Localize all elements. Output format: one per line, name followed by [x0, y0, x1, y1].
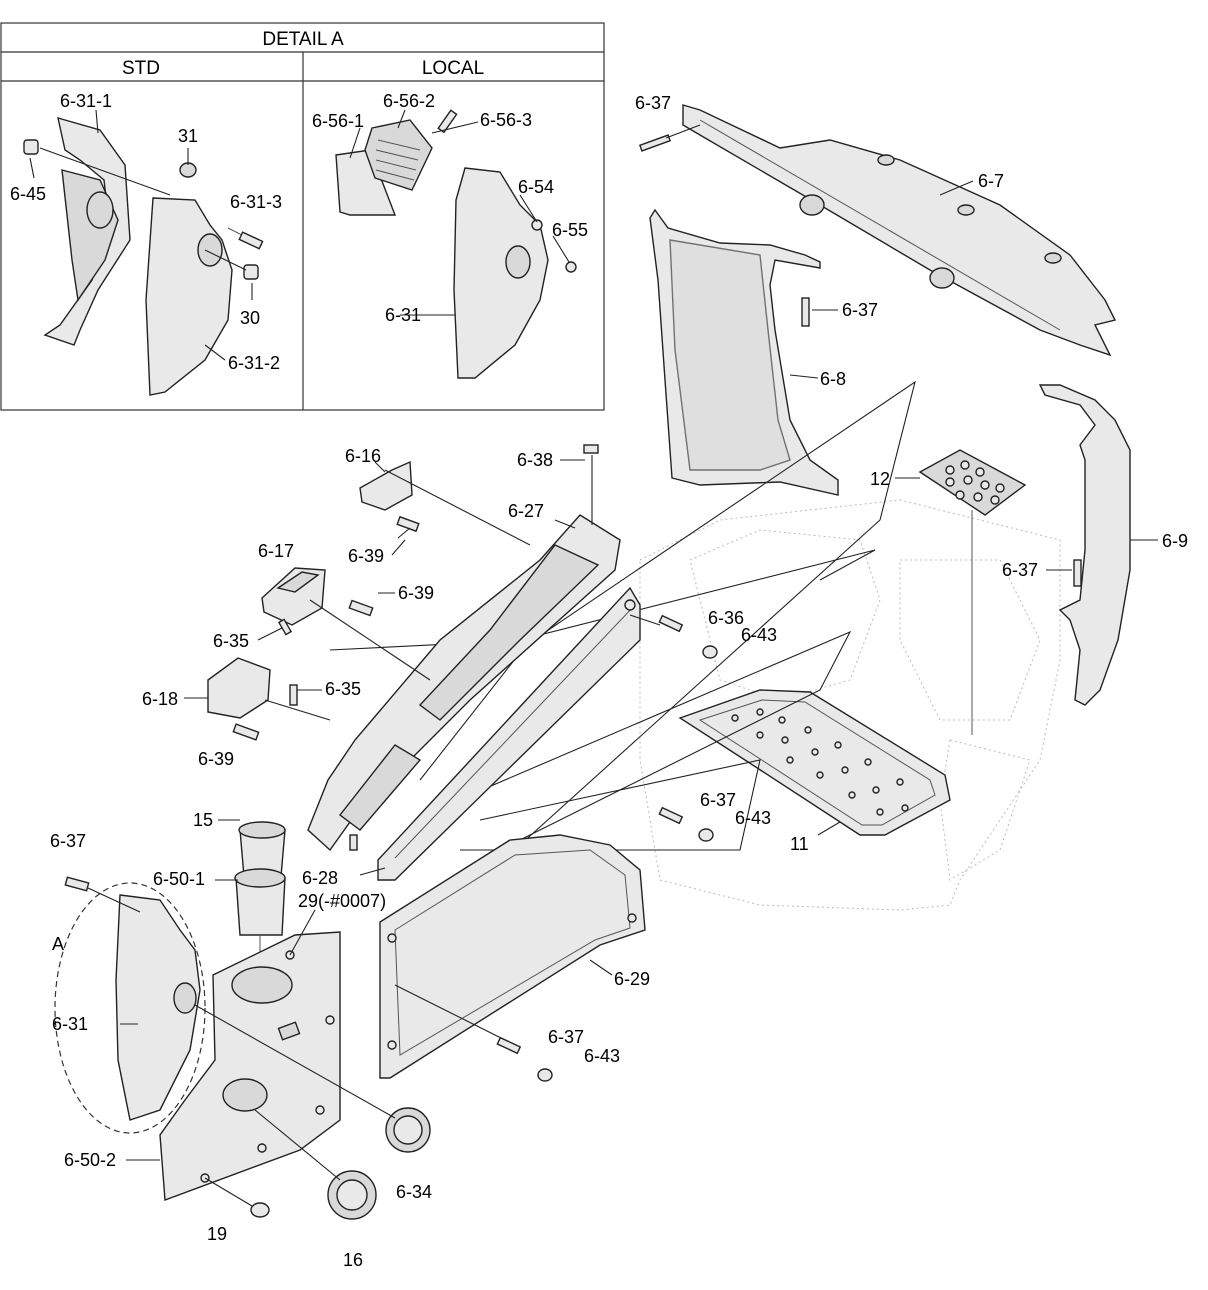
part-6-18 — [207, 657, 331, 741]
part-6-7 — [638, 104, 1117, 357]
label-6-28: 6-28 — [302, 868, 338, 888]
label-6-31-2: 6-31-2 — [228, 353, 280, 373]
label-6-16: 6-16 — [345, 446, 381, 466]
part-6-50-2 — [159, 931, 341, 1201]
label-31: 31 — [178, 126, 198, 146]
label-6-29: 6-29 — [614, 969, 650, 989]
label-6-43-a: 6-43 — [741, 625, 777, 645]
label-6-34: 6-34 — [396, 1182, 432, 1202]
label-6-54: 6-54 — [518, 177, 554, 197]
fasteners-mid — [496, 614, 718, 1082]
label-11: 11 — [790, 834, 809, 854]
label-6-55: 6-55 — [552, 220, 588, 240]
local-column-header: LOCAL — [422, 58, 484, 79]
label-6-39-a: 6-39 — [348, 546, 384, 566]
label-6-31-local: 6-31 — [385, 305, 421, 325]
label-6-39-c: 6-39 — [198, 749, 234, 769]
label-6-37-top: 6-37 — [635, 93, 671, 113]
detail-a-title: DETAIL A — [262, 29, 344, 50]
label-6-31-1: 6-31-1 — [60, 91, 112, 111]
part-19-plug — [204, 1177, 270, 1218]
label-12: 12 — [870, 469, 890, 489]
part-6-17 — [261, 567, 431, 681]
part-6-28 — [359, 586, 661, 881]
label-A: A — [52, 934, 64, 954]
label-15: 15 — [193, 810, 213, 830]
cab-ghost-outline — [639, 499, 1061, 911]
label-6-9: 6-9 — [1162, 531, 1188, 551]
part-6-50-1-holder — [234, 868, 286, 970]
label-6-37-left: 6-37 — [50, 831, 86, 851]
label-6-50-1: 6-50-1 — [153, 869, 205, 889]
label-6-38: 6-38 — [517, 450, 553, 470]
label-6-27: 6-27 — [508, 501, 544, 521]
part-16-knob — [254, 1109, 377, 1220]
label-6-17: 6-17 — [258, 541, 294, 561]
std-column-header: STD — [122, 58, 160, 79]
label-6-43-b: 6-43 — [735, 808, 771, 828]
label-6-7: 6-7 — [978, 171, 1004, 191]
label-6-43-c: 6-43 — [584, 1046, 620, 1066]
label-6-37-mid: 6-37 — [700, 790, 736, 810]
part-6-27 — [307, 444, 621, 852]
label-6-56-2: 6-56-2 — [383, 91, 435, 111]
label-6-50-2: 6-50-2 — [64, 1150, 116, 1170]
label-6-31-main: 6-31 — [52, 1014, 88, 1034]
part-6-9 — [1038, 384, 1158, 706]
label-6-37-bottom: 6-37 — [548, 1027, 584, 1047]
part-6-34-knob — [194, 1004, 431, 1153]
label-6-45: 6-45 — [10, 184, 46, 204]
part-11-floor-plate — [678, 689, 951, 836]
label-6-36: 6-36 — [708, 608, 744, 628]
label-29: 29(-#0007) — [298, 891, 386, 911]
label-6-8: 6-8 — [820, 369, 846, 389]
label-30: 30 — [240, 308, 260, 328]
label-6-18: 6-18 — [142, 689, 178, 709]
label-6-39-b: 6-39 — [398, 583, 434, 603]
label-16: 16 — [343, 1250, 363, 1270]
label-19: 19 — [207, 1224, 227, 1244]
label-6-35-b: 6-35 — [325, 679, 361, 699]
part-6-31-main — [54, 876, 206, 1134]
part-12-mat — [895, 449, 1027, 735]
label-6-56-1: 6-56-1 — [312, 111, 364, 131]
label-6-37-pillar: 6-37 — [842, 300, 878, 320]
part-6-16 — [359, 460, 531, 546]
label-6-56-3: 6-56-3 — [480, 110, 532, 130]
part-6-8 — [649, 208, 839, 496]
local-parts — [335, 109, 577, 379]
label-6-31-3: 6-31-3 — [230, 192, 282, 212]
leader-lines — [120, 459, 585, 1161]
detail-a-box: DETAIL A STD LOCAL — [0, 22, 605, 411]
part-6-29 — [379, 834, 646, 1079]
callout-labels: 6-31-1 31 6-45 6-31-3 30 6-31-2 6-56-1 6… — [10, 91, 1188, 1270]
label-6-35-a: 6-35 — [213, 631, 249, 651]
label-6-37-right: 6-37 — [1002, 560, 1038, 580]
std-parts — [23, 109, 264, 396]
